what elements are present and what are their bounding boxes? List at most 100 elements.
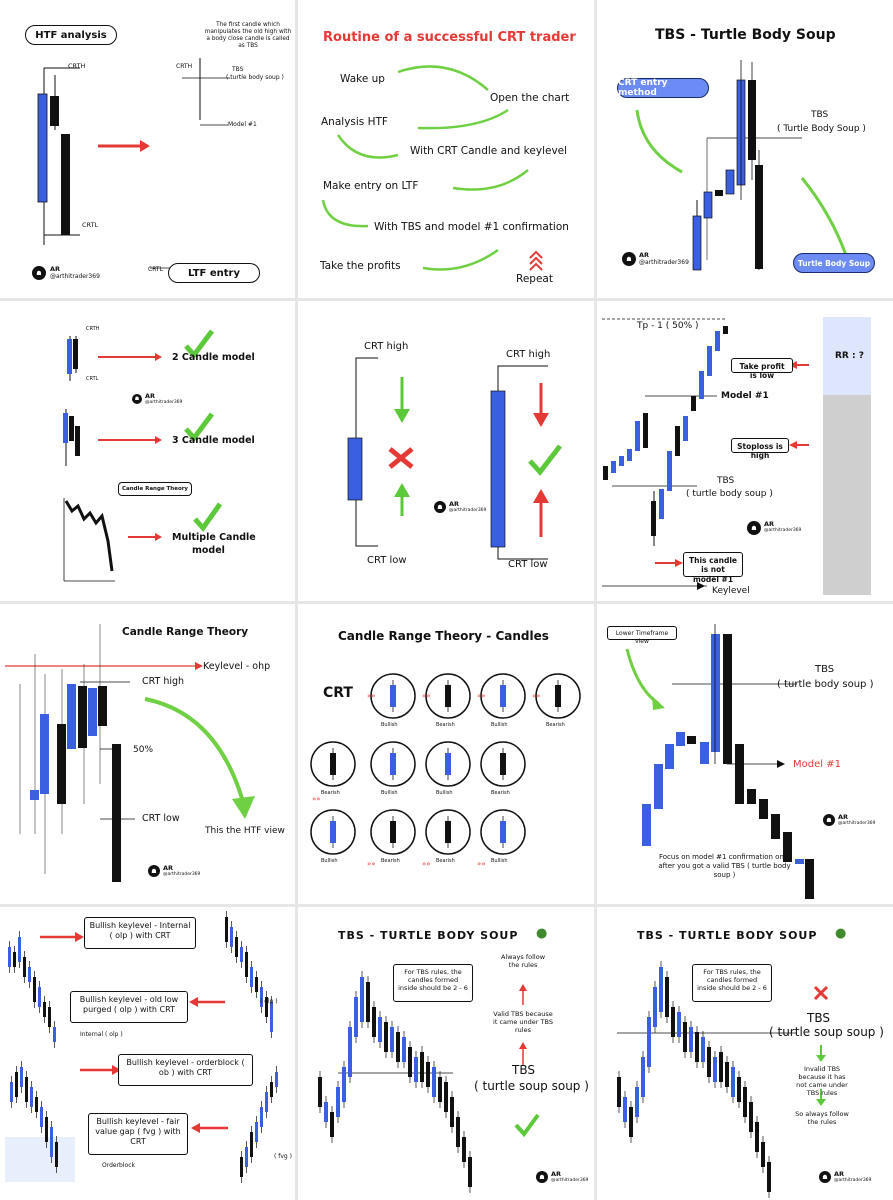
model-3-label: 3 Candle model xyxy=(172,435,255,446)
chart-candle xyxy=(713,1057,717,1082)
chart-candle xyxy=(25,1077,28,1102)
chart-candle xyxy=(671,1007,675,1037)
ltf-view-chart xyxy=(625,624,814,899)
chart-candle xyxy=(255,1122,258,1142)
tbs-sub-label: ( turtle body soup ) xyxy=(777,679,874,690)
chart-candle xyxy=(260,987,263,1007)
chart-candle xyxy=(737,1077,741,1102)
watermark: AR@arthitrader369 xyxy=(639,251,689,266)
turtle-body-soup-pill: Turtle Body Soup xyxy=(793,253,875,273)
chart-candle xyxy=(689,1027,693,1052)
watermark-name: AR xyxy=(551,1170,562,1178)
chart-candle xyxy=(414,1057,418,1082)
chart-candle xyxy=(408,1047,412,1077)
chart-candle xyxy=(38,987,41,1007)
not-model-box: This candle is not model #1 xyxy=(683,552,743,584)
crt-title: Candle Range Theory xyxy=(122,626,249,638)
chart-candle xyxy=(731,1067,735,1097)
chart-candle xyxy=(10,1082,13,1102)
chart-candle xyxy=(438,1077,442,1102)
chart-candle xyxy=(701,1037,705,1062)
crt-high-low-chart xyxy=(347,357,562,560)
chart-candle xyxy=(35,1097,38,1112)
watermark-handle: @arthitrader369 xyxy=(163,871,201,877)
crtl2-label: CRTL xyxy=(148,266,163,273)
model-2-label: 2 Candle model xyxy=(172,352,255,363)
ar-logo-icon: ☗ xyxy=(32,266,46,280)
rr-label: RR : ? xyxy=(835,351,864,361)
chart-candle xyxy=(30,1087,33,1107)
watermark: AR@arthitrader369 xyxy=(764,520,801,534)
chart-candle xyxy=(665,977,669,1017)
ar-logo-icon: ☗ xyxy=(132,394,142,404)
routine-step-6: With TBS and model #1 confirmation xyxy=(374,221,569,233)
chart-candle xyxy=(235,937,238,957)
keylevel-fvg-box: Bullish keylevel - fair value gap ( fvg … xyxy=(88,1113,188,1155)
panel-ltf-view: Lower Timeframe view TBS ( turtle body s… xyxy=(597,604,893,904)
chart-candle xyxy=(653,987,657,1027)
chevron-icon: »» xyxy=(367,860,376,868)
crth-label: CRTH xyxy=(86,326,100,332)
ar-logo-icon: ☗ xyxy=(622,252,636,266)
candle-body xyxy=(500,821,506,843)
panel-bullish-keylevels: Bullish keylevel - Internal ( olp ) with… xyxy=(0,907,295,1200)
htf-title-pill: HTF analysis xyxy=(25,25,117,45)
keylevel-old-low-box: Bullish keylevel - old low purged ( olp … xyxy=(70,991,188,1023)
chart-candle xyxy=(360,977,364,1022)
orderblock-label: Orderblock xyxy=(102,1162,135,1169)
watermark-handle: @arthitrader369 xyxy=(639,258,689,266)
chevron-icon: »» xyxy=(422,860,431,868)
chevron-icon: »» xyxy=(367,692,376,700)
chart-candle xyxy=(767,1162,771,1192)
watermark-handle: @arthitrader369 xyxy=(551,1177,589,1183)
chart-candle xyxy=(225,917,228,942)
chart-candle xyxy=(240,947,243,962)
crt-high-label: CRT high xyxy=(142,676,185,687)
chart-candle xyxy=(230,927,233,947)
multiple-candle-label: Multiple Candle xyxy=(172,532,256,543)
chart-candle xyxy=(683,1022,687,1052)
chart-candle xyxy=(23,957,26,977)
tbs-sub-label: ( turtle body soup ) xyxy=(226,74,284,81)
candle-type-label: Bullish xyxy=(436,790,453,796)
chart-candle xyxy=(275,1072,278,1087)
chart-candle xyxy=(43,1002,46,1017)
candle-body xyxy=(445,821,451,843)
chart-candle xyxy=(647,1017,651,1067)
candle-type-label: Bearish xyxy=(321,790,340,796)
crtl-label: CRTL xyxy=(86,376,99,382)
candle-type-label: Bearish xyxy=(436,858,455,864)
crt-candles-title: Candle Range Theory - Candles xyxy=(338,629,549,643)
chart-candle xyxy=(384,1022,388,1052)
chart-candle xyxy=(402,1037,406,1062)
routine-arrows xyxy=(321,65,543,271)
olp-label: ( olp ) xyxy=(260,998,278,1005)
tbs-sub-label: ( turtle soup soup ) xyxy=(474,1079,589,1093)
tbs-label: TBS xyxy=(717,476,735,486)
tbs-title: TBS - Turtle Body Soup xyxy=(655,27,836,43)
chart-candle xyxy=(250,1132,253,1157)
candle-body xyxy=(330,821,336,843)
chart-candle xyxy=(348,1027,352,1077)
candle-type-label: Bearish xyxy=(436,722,455,728)
panel-crt-htf: Candle Range Theory Keylevel - ohp CRT h… xyxy=(0,604,295,904)
chart-candle xyxy=(13,952,16,967)
tbs-sub-label: ( Turtle Body Soup ) xyxy=(777,124,866,134)
repeat-label: Repeat xyxy=(516,273,553,285)
candle-body xyxy=(500,685,506,707)
chart-candle xyxy=(330,1112,334,1137)
watermark: AR@arthitrader369 xyxy=(834,1170,871,1184)
chart-candle xyxy=(265,1092,268,1112)
stoploss-box: Stoploss is high xyxy=(731,438,789,460)
tbs-label: TBS xyxy=(232,66,244,73)
chart-candle xyxy=(45,1117,48,1142)
crth2-label: CRTH xyxy=(176,63,193,70)
chart-candle xyxy=(623,1097,627,1122)
watermark: AR@arthitrader369 xyxy=(838,813,875,827)
panel-tbs-valid: TBS - TURTLE BODY SOUP ● For TBS rules, … xyxy=(298,907,594,1200)
crt-low-label: CRT low xyxy=(142,813,180,824)
tbs-label: TBS xyxy=(512,1063,535,1077)
crt-label: CRT xyxy=(323,685,353,701)
chart-candle xyxy=(396,1032,400,1062)
crt-theory-pill: Candle Range Theory xyxy=(118,482,192,496)
